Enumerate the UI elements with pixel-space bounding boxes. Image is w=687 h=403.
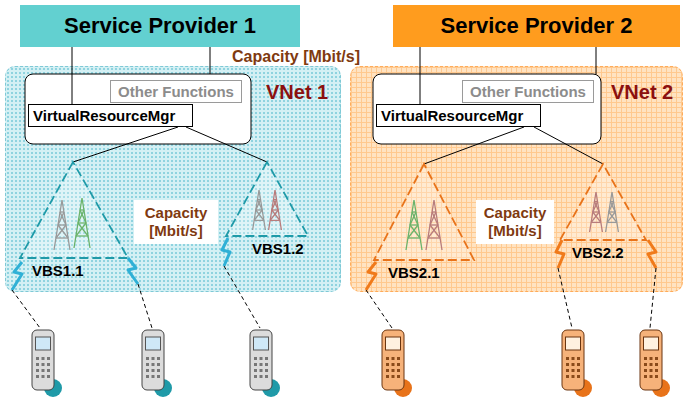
radio-dash-line	[558, 268, 572, 328]
radio-dash-line	[138, 284, 152, 328]
mobile-phone	[250, 330, 280, 397]
radio-dash	[12, 266, 656, 328]
radio-dash-line	[650, 268, 656, 328]
mobile-phone	[562, 330, 592, 397]
node-text: Other Functions	[118, 83, 234, 100]
region-title: VNet 1	[266, 81, 328, 104]
radio-dash-line	[366, 290, 392, 328]
provider-box: Service Provider 1	[20, 5, 300, 47]
capacity-label-text: Capacity [Mbit/s]	[232, 48, 360, 65]
station-triangle	[226, 162, 308, 236]
base-station: VBS2.2	[556, 160, 651, 260]
mobile-phone	[32, 330, 62, 397]
connector-line	[420, 47, 421, 104]
function-box: Other Functions	[462, 80, 594, 103]
station-label: VBS2.2	[572, 244, 651, 261]
capacity-box: Capacity [Mbit/s]	[476, 200, 554, 244]
capacity-label: Capacity [Mbit/s]	[232, 48, 360, 66]
node-text: Service Provider 2	[440, 13, 632, 39]
radio-bolt	[12, 262, 22, 290]
mobile-phone	[382, 330, 412, 397]
mobile-phone	[640, 330, 670, 397]
node-text: Other Functions	[470, 83, 586, 100]
connector-line	[424, 127, 524, 164]
mobile-phone	[142, 330, 172, 397]
station-triangle	[20, 162, 128, 258]
radio-dash-line	[12, 290, 40, 328]
connector-line	[534, 127, 603, 164]
radio-bolt	[366, 262, 376, 290]
station-label: VBS1.2	[252, 240, 314, 257]
antenna-tower	[590, 192, 603, 232]
connector-line	[72, 47, 73, 104]
base-station: VBS2.1	[372, 160, 477, 284]
radio-bolt	[556, 240, 564, 268]
function-container	[25, 74, 251, 144]
base-station: VBS1.2	[222, 158, 314, 262]
antenna-tower	[54, 200, 70, 250]
radio-bolt	[648, 240, 656, 268]
connector-line	[186, 127, 267, 162]
node-text: Service Provider 1	[64, 13, 256, 39]
station-label: VBS1.1	[32, 262, 133, 279]
antenna-tower	[406, 200, 422, 250]
function-box: Other Functions	[110, 80, 242, 103]
provider-wire	[596, 47, 597, 74]
antenna-tower	[606, 192, 619, 232]
node-text: VirtualResourceMgr	[33, 107, 175, 124]
manager-box: VirtualResourceMgr	[28, 104, 193, 127]
radio-dash-line	[224, 266, 260, 328]
node-text: Capacity [Mbit/s]	[138, 204, 214, 240]
provider-wire	[210, 47, 211, 74]
station-label: VBS2.1	[388, 264, 477, 281]
node-text: Capacity [Mbit/s]	[480, 204, 550, 240]
manager-box: VirtualResourceMgr	[376, 104, 541, 127]
radio-links	[12, 238, 656, 290]
connector-line	[73, 127, 178, 162]
antenna-tower	[253, 190, 266, 230]
function-container	[373, 74, 601, 144]
antenna-tower	[269, 190, 282, 230]
base-station: VBS1.1	[18, 158, 133, 286]
antenna-tower	[74, 198, 90, 248]
provider-box: Service Provider 2	[393, 5, 680, 47]
station-triangle	[560, 164, 646, 240]
radio-bolt	[128, 258, 138, 284]
node-text: VirtualResourceMgr	[381, 107, 523, 124]
antenna-tower	[426, 200, 442, 250]
capacity-box: Capacity [Mbit/s]	[134, 200, 218, 244]
region-title: VNet 2	[611, 81, 673, 104]
radio-bolt	[222, 238, 230, 266]
station-triangle	[374, 164, 474, 260]
